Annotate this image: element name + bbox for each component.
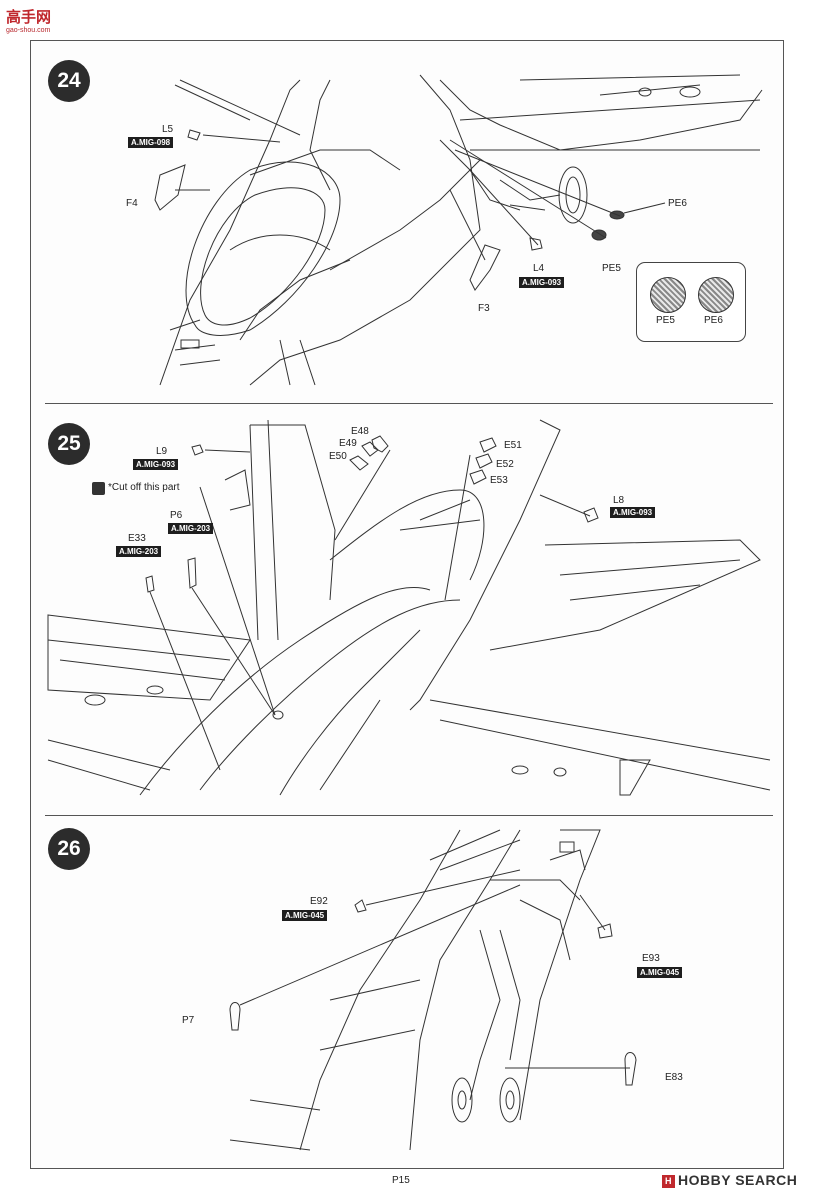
pe5-disc-icon — [650, 277, 686, 313]
part-code-tag-l4: A.MIG-093 — [519, 277, 565, 288]
instruction-sheet-frame — [30, 40, 784, 1169]
section-divider — [45, 403, 773, 404]
part-code-tag-e92: A.MIG-045 — [282, 910, 328, 921]
part-code-tag-e93: A.MIG-045 — [637, 967, 683, 978]
part-label-pe6: PE6 — [668, 198, 687, 209]
part-label-e50: E50 — [329, 451, 347, 462]
part-label-e52: E52 — [496, 459, 514, 470]
pe6-disc-icon — [698, 277, 734, 313]
photo-etch-legend: PE5 PE6 — [636, 262, 746, 342]
page-number: P15 — [392, 1175, 410, 1186]
site-url: gao-shou.com — [6, 27, 51, 34]
pe6-legend-label: PE6 — [704, 315, 723, 326]
part-code-tag-l8: A.MIG-093 — [610, 507, 656, 518]
part-label-e92: E92 — [310, 896, 328, 907]
pe5-legend-label: PE5 — [656, 315, 675, 326]
part-code-tag-l9: A.MIG-093 — [133, 459, 179, 470]
step-24-badge: 24 — [48, 60, 90, 102]
step-25-badge: 25 — [48, 423, 90, 465]
part-label-f3: F3 — [478, 303, 490, 314]
hobby-search-text: HOBBY SEARCH — [678, 1172, 798, 1188]
part-label-e48: E48 — [351, 426, 369, 437]
part-code-tag-p6: A.MIG-203 — [168, 523, 214, 534]
part-label-l5: L5 — [162, 124, 174, 135]
part-label-e53: E53 — [490, 475, 508, 486]
section-divider — [45, 815, 773, 816]
cut-off-note: *Cut off this part — [108, 482, 180, 493]
part-label-p7: P7 — [182, 1015, 195, 1026]
part-label-f4: F4 — [126, 198, 138, 209]
part-label-e51: E51 — [504, 440, 522, 451]
part-label-pe5: PE5 — [602, 263, 621, 274]
cut-icon — [92, 482, 105, 495]
part-label-e33: E33 — [128, 533, 146, 544]
part-label-l4: L4 — [533, 263, 545, 274]
step-26-badge: 26 — [48, 828, 90, 870]
site-logo[interactable]: 高手网 — [6, 8, 52, 26]
hobby-search-logo-icon: H — [662, 1175, 675, 1188]
part-code-tag-e33: A.MIG-203 — [116, 546, 162, 557]
part-code-tag-l5: A.MIG-098 — [128, 137, 174, 148]
part-label-e49: E49 — [339, 438, 357, 449]
part-label-e93: E93 — [642, 953, 660, 964]
part-label-p6: P6 — [170, 510, 183, 521]
part-label-l9: L9 — [156, 446, 168, 457]
part-label-l8: L8 — [613, 495, 625, 506]
part-label-e83: E83 — [665, 1072, 683, 1083]
